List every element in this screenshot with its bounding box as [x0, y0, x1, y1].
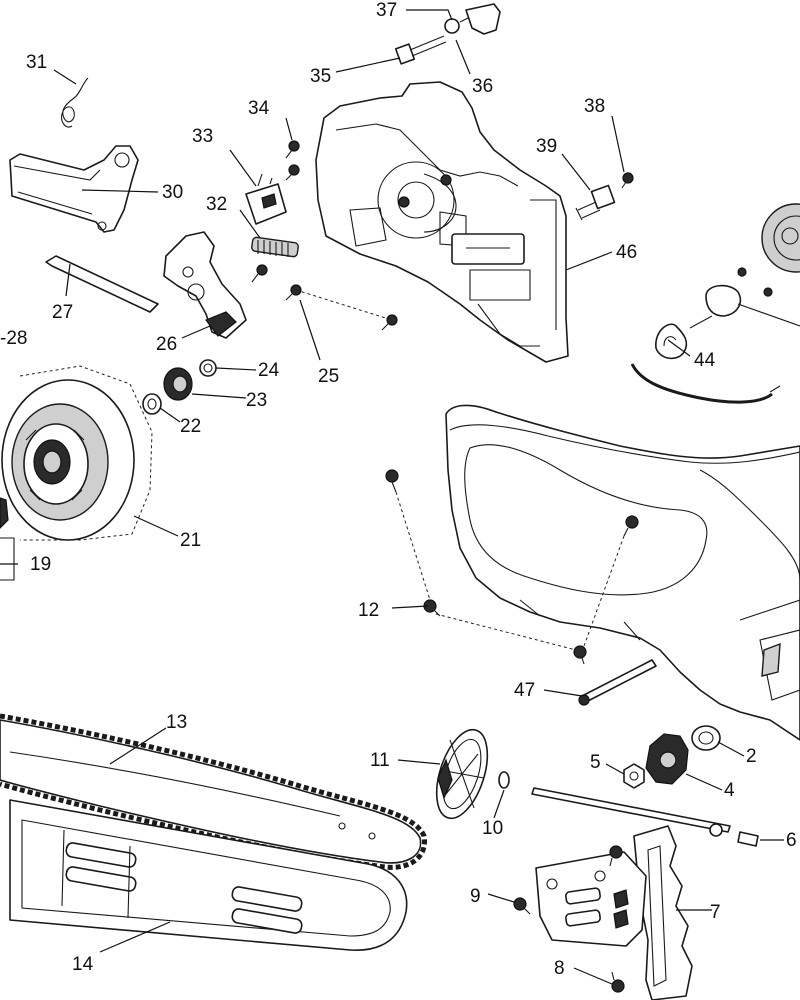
part-26-trigger: [163, 231, 247, 339]
part-12-screws: [385, 469, 639, 665]
part-4-tensioner: [645, 733, 689, 785]
part-14-bar-cover: [9, 799, 408, 951]
part-6-long-screw: [531, 787, 759, 847]
part-30-guard-lever: [9, 145, 139, 233]
part-27-rod: [45, 255, 159, 313]
right-pump: [689, 284, 800, 329]
part-39-bolt: [575, 184, 616, 221]
part-11-wheel: [435, 728, 489, 820]
part-47-long-bolt: [578, 659, 657, 706]
callout-33: 33: [192, 126, 213, 147]
part-8-screws: [609, 845, 625, 993]
callout-13: 13: [166, 712, 187, 733]
part-44-seal: [655, 323, 688, 360]
callout-37: 37: [376, 0, 397, 21]
part-32-spring: [251, 236, 299, 258]
callout-11: 11: [370, 750, 390, 771]
callout-39: 39: [536, 136, 557, 157]
callout-21: 21: [180, 530, 201, 551]
part-7-catcher-plate: [633, 825, 693, 1000]
callout-5: 5: [590, 752, 601, 773]
callout-27: 27: [52, 302, 73, 323]
bar-clamp-plate: [535, 851, 647, 947]
callout-36: 36: [472, 76, 493, 97]
part-9-screw: [513, 897, 531, 915]
leader-lines: [0, 9, 784, 985]
part-10-washer: [498, 771, 510, 789]
callout-14: 14: [72, 954, 94, 975]
callout-6: 6: [786, 830, 797, 851]
callout-labels: 37 35 36 31 34 38 33 39 30 32 46 27 -28 …: [0, 0, 797, 979]
part-35-pin: [394, 35, 447, 65]
part-21-clutch-drum: [1, 365, 153, 541]
callout-38: 38: [584, 96, 605, 117]
main-handle-body: [445, 404, 800, 741]
callout-19: 19: [30, 554, 51, 575]
right-screws: [737, 267, 773, 297]
callout-31: 31: [26, 52, 47, 73]
right-sprocket-partial: [761, 203, 800, 273]
callout-30: 30: [162, 182, 183, 203]
callout-7: 7: [710, 902, 721, 923]
callout-46: 46: [616, 242, 637, 263]
callout-24: 24: [258, 360, 280, 381]
callout-23: 23: [246, 390, 267, 411]
callout-10: 10: [482, 818, 503, 839]
callout-9: 9: [470, 886, 481, 907]
callout-26: 26: [156, 334, 177, 355]
callout-4: 4: [724, 780, 735, 801]
callout-35: 35: [310, 66, 331, 87]
part-34-screws: [285, 140, 300, 181]
callout-28: -28: [0, 328, 27, 349]
callout-12: 12: [358, 600, 379, 621]
callout-25: 25: [318, 366, 339, 387]
part-31-spring: [61, 77, 89, 128]
part-25-screws: [251, 264, 398, 331]
part-24-washer: [199, 359, 217, 377]
part-5-nut: [623, 763, 645, 789]
part-33-microswitch: [245, 173, 287, 225]
part-22-washer: [142, 393, 162, 415]
callout-8: 8: [554, 958, 565, 979]
callout-34: 34: [248, 98, 270, 119]
part-19-sprocket-edge: [0, 497, 15, 581]
part-2-washer: [691, 725, 721, 751]
callout-32: 32: [206, 194, 227, 215]
callout-22: 22: [180, 416, 201, 437]
part-23-bearing: [163, 367, 193, 401]
part-13-chain-bar: [0, 713, 427, 870]
callout-44: 44: [694, 350, 716, 371]
part-37-clip: [444, 3, 501, 35]
callout-2: 2: [746, 746, 757, 767]
part-38-screw: [621, 172, 634, 189]
callout-47: 47: [514, 680, 535, 701]
part-46-motor-housing: [315, 81, 569, 363]
oil-hose: [630, 363, 781, 404]
